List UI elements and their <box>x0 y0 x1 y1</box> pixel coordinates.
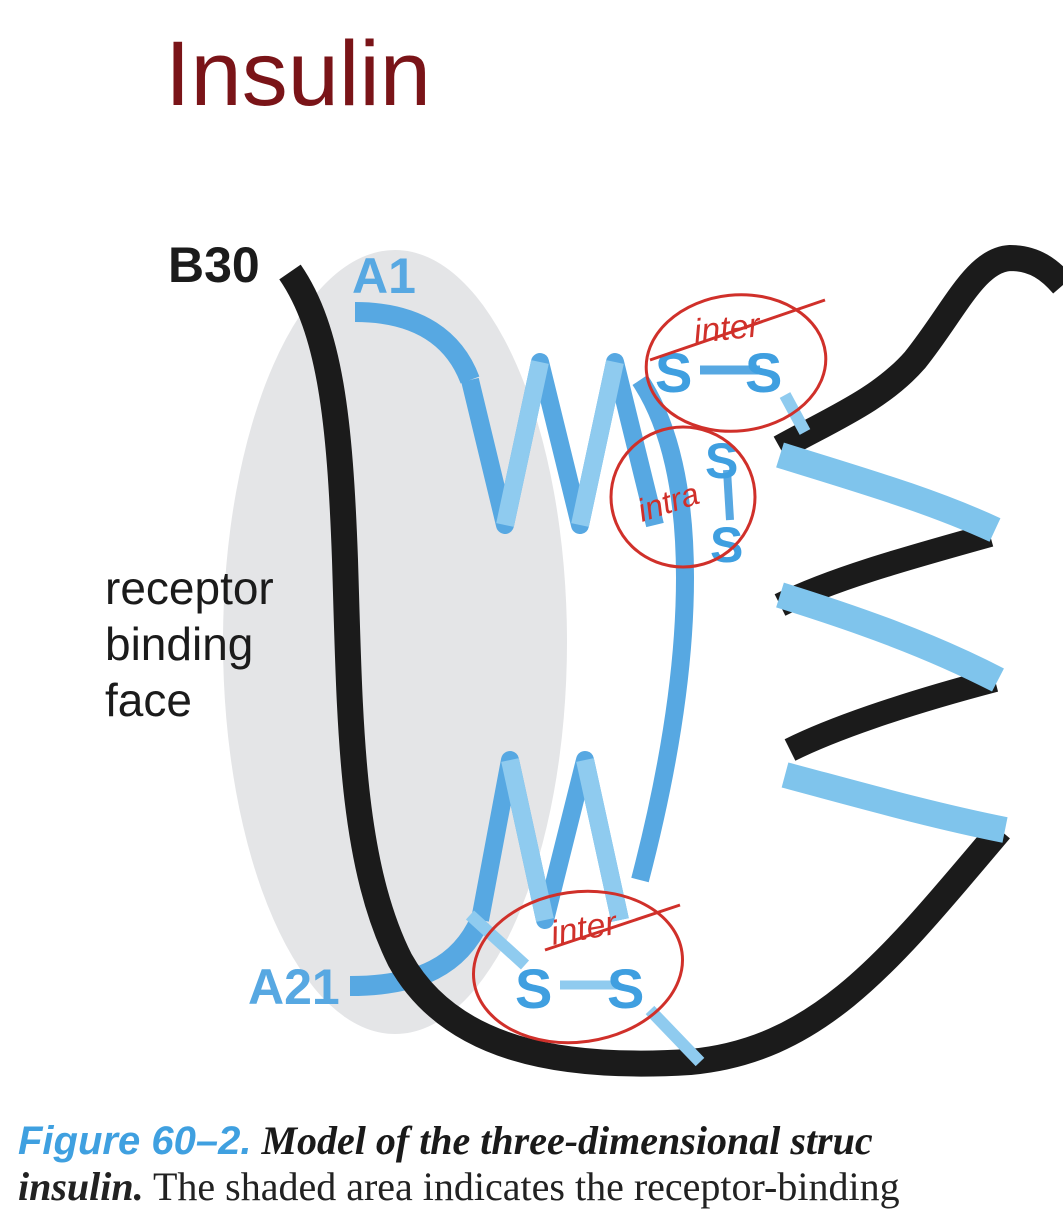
annotation-strike-bottom <box>544 903 681 952</box>
disulfide-tail-bottom <box>465 910 530 970</box>
figure-caption: Figure 60–2. Model of the three-dimensio… <box>18 1118 1063 1210</box>
a1-label: A1 <box>352 248 416 304</box>
a-chain-connector <box>631 375 694 883</box>
slide-title: Insulin <box>165 23 431 125</box>
disulfide-bridges: S S S S S S <box>465 341 811 1067</box>
sulfur-label: S <box>515 957 552 1020</box>
a-chain-helix-top-highlight <box>496 360 624 527</box>
annotation-strike-top <box>649 298 826 362</box>
figure-number: Figure 60–2. <box>18 1119 252 1163</box>
sulfur-label: S <box>710 517 743 573</box>
disulfide-bond-intra <box>723 469 734 521</box>
b-chain-backbone-left <box>279 264 1010 1077</box>
annotation-circle-top <box>644 293 828 433</box>
disulfide-tail-bottom-right <box>645 1005 705 1067</box>
caption-line-2-emphasis: insulin. <box>18 1164 144 1209</box>
sulfur-label: S <box>607 957 644 1020</box>
insulin-structure-diagram: S S S S S S B30 A1 A21 receptor binding … <box>105 237 1063 1077</box>
receptor-label-line: binding <box>105 618 253 670</box>
b-chain <box>279 245 1063 1077</box>
a-chain-c-terminal-segment <box>349 915 490 996</box>
caption-line-2: The shaded area indicates the receptor-b… <box>152 1164 900 1209</box>
sulfur-label: S <box>705 433 738 489</box>
b-chain-backbone-top <box>773 245 1063 460</box>
caption-line-2-wrap: insulin. The shaded area indicates the r… <box>18 1164 1063 1210</box>
a-chain-n-terminal-segment <box>354 302 480 384</box>
receptor-label-line: face <box>105 674 192 726</box>
handwritten-annotations <box>471 293 828 1045</box>
annotation-circle-intra <box>609 425 757 569</box>
b30-label: B30 <box>168 237 260 293</box>
annotation-inter-top: inter <box>692 306 763 351</box>
receptor-label-line: receptor <box>105 562 274 614</box>
receptor-binding-face-label: receptor binding face <box>105 562 287 726</box>
caption-line-1: Model of the three-dimensional struc <box>261 1118 873 1163</box>
annotation-circle-bottom <box>471 889 685 1045</box>
b-chain-helix-blue <box>776 442 1008 843</box>
annotation-inter-bottom: inter <box>548 904 621 953</box>
a-chain-helix-top <box>461 353 664 534</box>
sulfur-label: S <box>745 341 782 404</box>
a21-label: A21 <box>248 959 340 1015</box>
